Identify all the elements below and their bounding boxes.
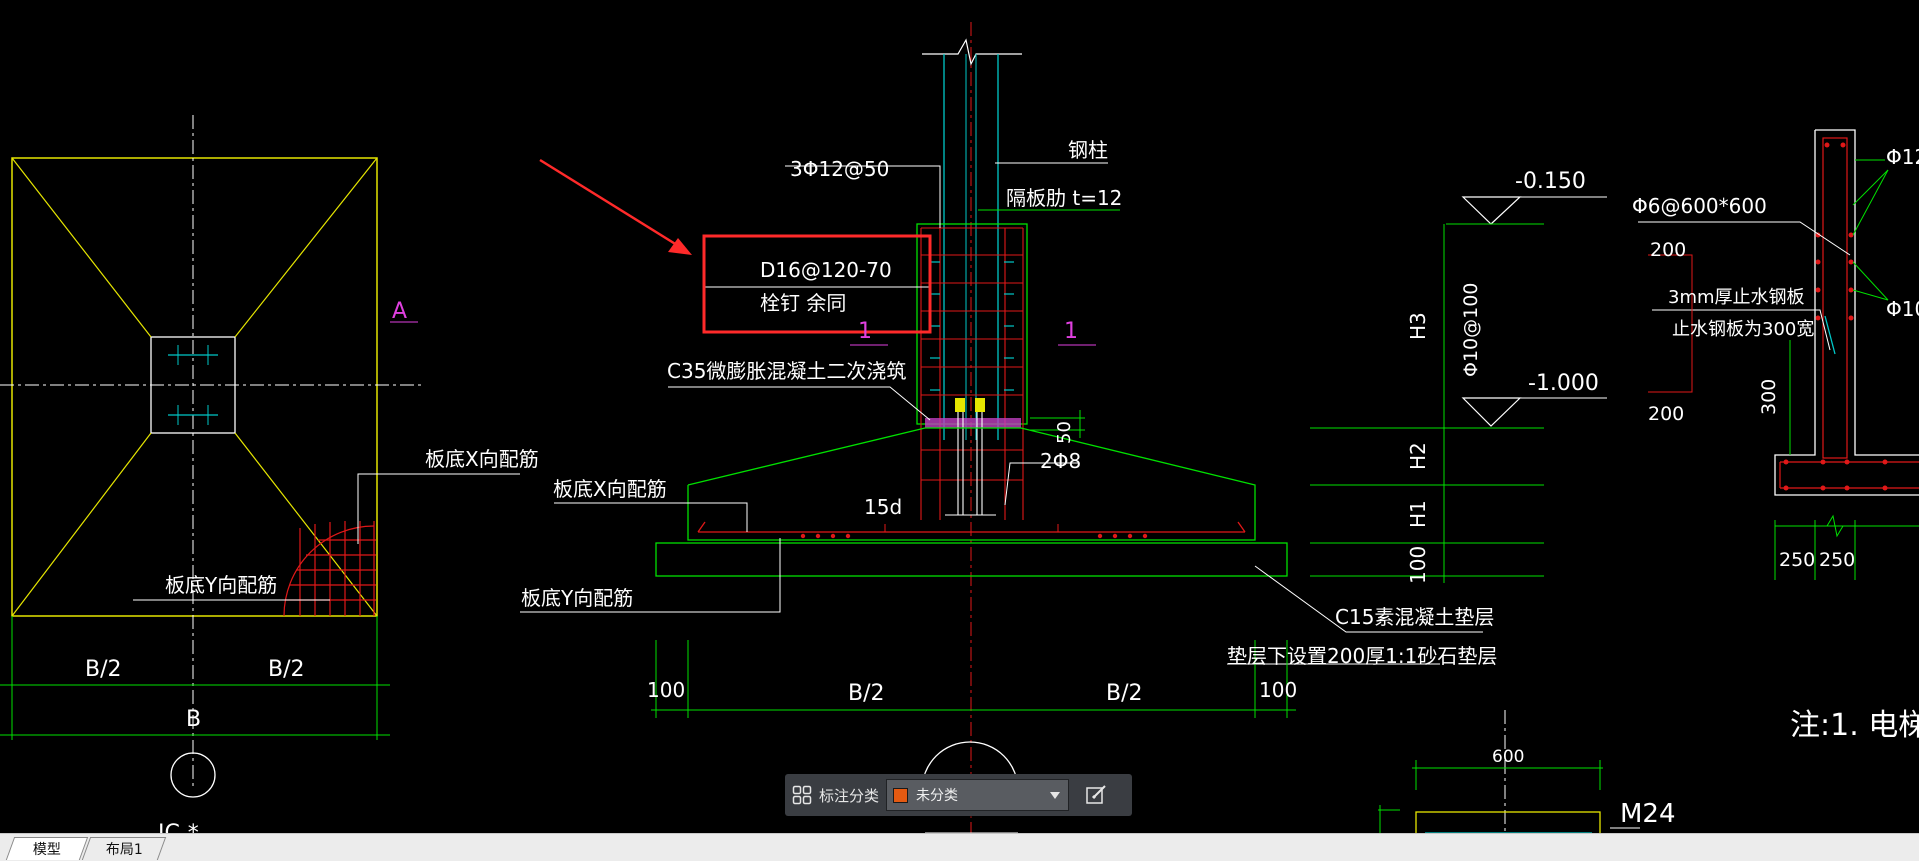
label-gravel: 垫层下设置200厚1:1砂石垫层 [1227, 644, 1497, 668]
tab-model-label: 模型 [32, 842, 61, 858]
label-waterstop-1: 3mm厚止水钢板 [1668, 287, 1805, 308]
section-view [520, 22, 1483, 833]
label-stud-note: 栓钉 余同 [760, 291, 846, 315]
plan-dim-total: B [186, 707, 201, 732]
label-dim-half-left: B/2 [848, 681, 885, 706]
tab-layout1[interactable]: 布局1 [81, 837, 167, 860]
label-cut-right: 1 [1064, 319, 1078, 344]
grid-icon[interactable] [785, 774, 819, 816]
edit-icon [1086, 785, 1106, 804]
label-level-bottom: -1.000 [1528, 371, 1599, 396]
elevation-view [1310, 196, 1607, 583]
label-stud-spec: D16@120-70 [760, 258, 892, 282]
label-dim-100-right: 100 [1259, 678, 1297, 702]
label-grout: C35微膨胀混凝土二次浇筑 [667, 359, 906, 383]
label-dim-200-top: 200 [1650, 239, 1686, 261]
tab-layout1-label: 布局1 [105, 842, 143, 858]
cad-drawing-canvas[interactable]: A 板底X向配筋 板底Y向配筋 B/2 B/2 B JC-* [0, 0, 1919, 833]
label-h2: H2 [1406, 442, 1430, 470]
label-dim-250-a: 250 [1779, 549, 1815, 571]
label-bolt-note: 3Φ12@50 [790, 157, 889, 181]
label-15d: 15d [864, 495, 902, 519]
plan-dim-half-left: B/2 [85, 657, 122, 682]
label-dim-50: 50 [1054, 421, 1075, 444]
label-stiffener: 隔板肋 t=12 [1006, 186, 1122, 210]
label-2phi8: 2Φ8 [1040, 449, 1081, 473]
label-dim-300: 300 [1758, 379, 1780, 415]
tab-model[interactable]: 模型 [5, 837, 89, 860]
plan-view [0, 115, 520, 798]
edit-category-button[interactable] [1075, 774, 1117, 816]
label-dim-200-bottom: 200 [1648, 403, 1684, 425]
layout-tab-bar: 模型 布局1 [0, 833, 1919, 861]
plan-y-rebar-label: 板底Y向配筋 [165, 573, 277, 597]
category-select-value: 未分类 [916, 788, 959, 804]
label-cut-left: 1 [858, 319, 872, 344]
label-section-y-rebar: 板底Y向配筋 [521, 586, 633, 610]
plan-x-rebar-label: 板底X向配筋 [425, 447, 539, 471]
label-phi10: Φ10 [1886, 297, 1919, 321]
label-m24: M24 [1620, 799, 1676, 829]
category-select[interactable]: 未分类 [886, 779, 1070, 811]
label-stirrup: Φ10@100 [1460, 283, 1482, 377]
label-dim-half-right: B/2 [1106, 681, 1143, 706]
plan-bottom-label: JC-* [156, 821, 199, 833]
label-dim-100-left: 100 [647, 678, 685, 702]
plan-dim-half-right: B/2 [268, 657, 305, 682]
annotation-category-toolbar: 标注分类 未分类 [785, 774, 1132, 816]
toolbar-label: 标注分类 [819, 786, 880, 805]
label-section-x-rebar: 板底X向配筋 [553, 477, 667, 501]
label-h1: H1 [1406, 500, 1430, 528]
label-phi12: Φ12 [1886, 145, 1919, 169]
label-cushion: C15素混凝土垫层 [1335, 605, 1494, 629]
label-note: 注:1. 电梯基 [1790, 708, 1919, 743]
category-color-swatch [893, 787, 909, 803]
chevron-down-icon [1050, 792, 1061, 799]
label-waterstop-2: 止水钢板为300宽 [1672, 319, 1814, 340]
label-dim-250-b: 250 [1819, 549, 1855, 571]
label-tie: Φ6@600*600 [1632, 194, 1767, 218]
label-h3: H3 [1406, 312, 1430, 340]
bottom-detail [1378, 710, 1640, 833]
callout-highlight [539, 158, 932, 334]
wall-detail [1638, 129, 1919, 580]
label-level-top: -0.150 [1515, 169, 1586, 194]
plan-label-a: A [392, 299, 407, 324]
label-h-100: 100 [1406, 546, 1430, 584]
label-dim-600: 600 [1492, 747, 1524, 767]
label-steel-column: 钢柱 [1068, 138, 1108, 162]
